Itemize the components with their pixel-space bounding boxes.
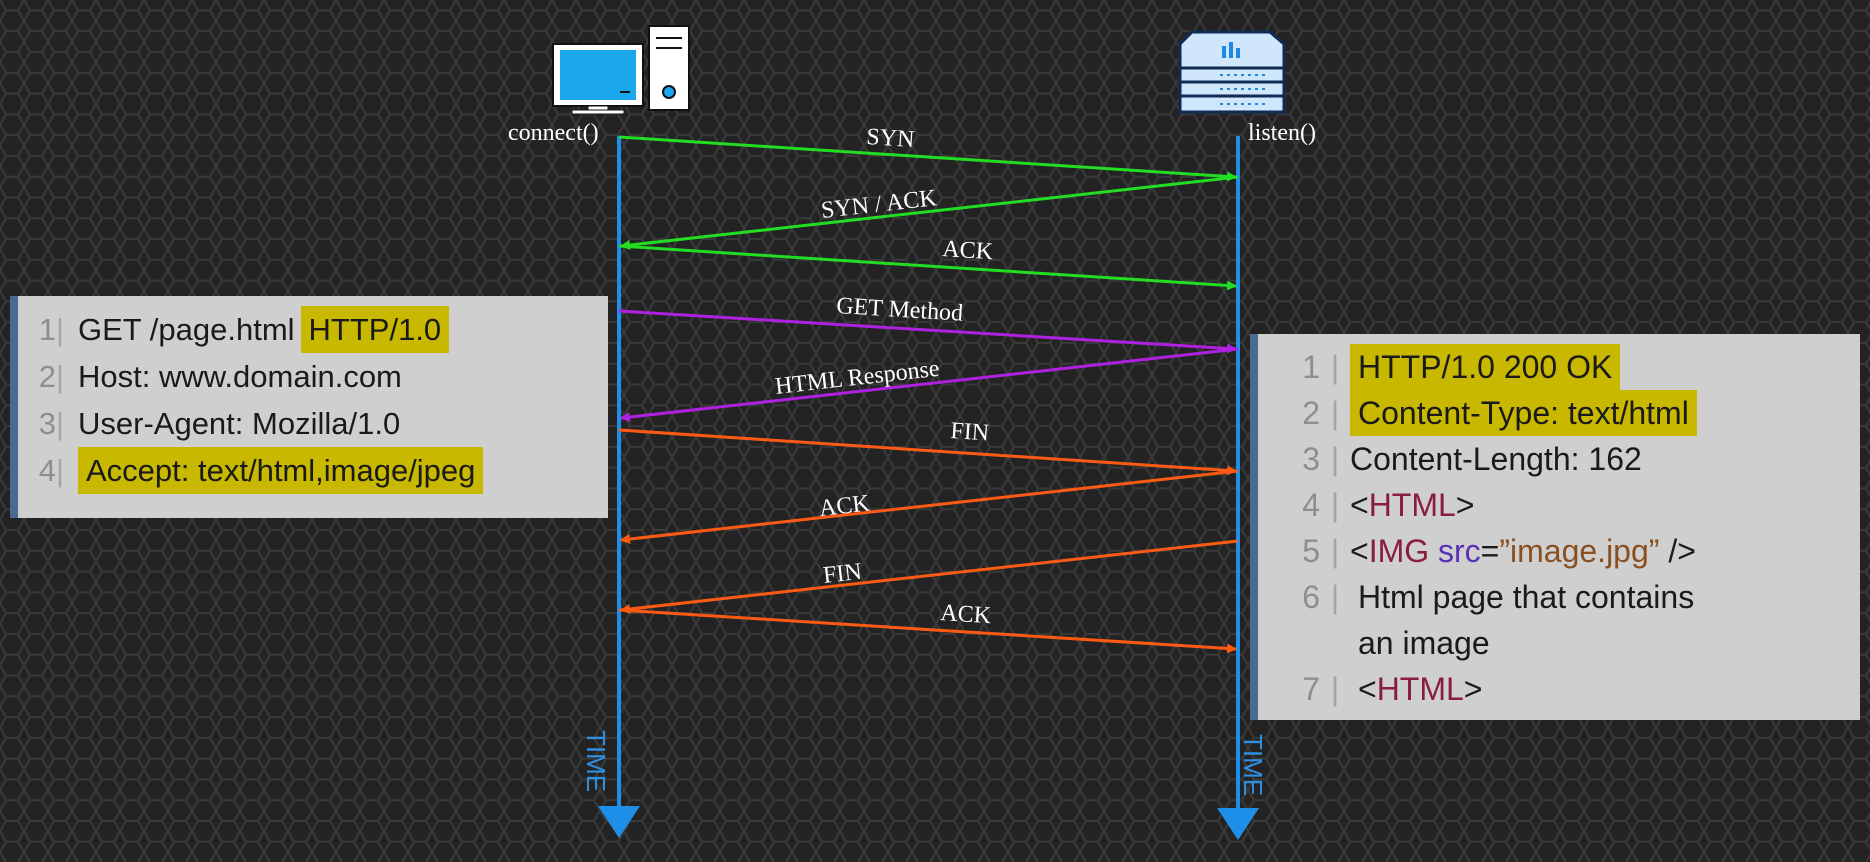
html-tag-name: HTML <box>1376 671 1464 707</box>
server-timeline <box>1217 136 1259 840</box>
line-number: 5 <box>1302 533 1320 569</box>
desktop-computer-icon <box>552 25 690 115</box>
line-separator: | <box>1330 349 1340 385</box>
line-number: 6 <box>1302 579 1320 615</box>
line-separator: | <box>1330 441 1340 477</box>
line-separator: | <box>1330 533 1340 569</box>
label-html-response: HTML Response <box>774 356 941 400</box>
response-status-highlight: HTTP/1.0 200 OK <box>1350 344 1621 390</box>
line-separator: | <box>1330 671 1340 707</box>
tag-close-bracket: > <box>1455 487 1475 523</box>
line-separator: | <box>1330 487 1340 523</box>
server-label: listen() <box>1248 120 1316 146</box>
response-line-2: 2 | Content-Type: text/html <box>1258 390 1860 436</box>
request-line-2: 2 | Host: www.domain.com <box>18 353 608 400</box>
http-response-panel: 1 | HTTP/1.0 200 OK 2 | Content-Type: te… <box>1250 334 1860 720</box>
tag-self-close: /> <box>1659 533 1696 569</box>
arrow-fin-client <box>618 428 1237 476</box>
label-ack-2: ACK <box>818 490 872 522</box>
response-line-4: 4 | <HTML> <box>1258 482 1860 528</box>
equals-sign: = <box>1480 533 1500 569</box>
request-line-3: 3 | User-Agent: Mozilla/1.0 <box>18 400 608 447</box>
line-number: 3 <box>38 406 56 441</box>
arrow-ack <box>618 244 1237 291</box>
arrow-ack-client <box>618 608 1237 654</box>
label-ack-3: ACK <box>940 600 993 629</box>
arrow-get-method <box>618 309 1237 354</box>
label-syn: SYN <box>866 124 916 153</box>
request-line-1: 1 | GET /page.html HTTP/1.0 <box>18 306 608 353</box>
line-separator: | <box>56 406 65 441</box>
response-line-3: 3 | Content-Length: 162 <box>1258 436 1860 482</box>
line-separator: | <box>1330 579 1340 615</box>
line-number: 2 <box>1302 395 1320 431</box>
tag-open-bracket: < <box>1358 671 1377 707</box>
tag-open-bracket: < <box>1350 533 1369 569</box>
line-number: 4 <box>38 453 56 488</box>
request-line-4: 4 | Accept: text/html,image/jpeg <box>18 447 608 494</box>
line-number: 4 <box>1302 487 1320 523</box>
response-line-6: 6 | Html page that contains an image <box>1258 574 1860 666</box>
response-body-text: Html page that contains an image <box>1358 579 1695 661</box>
label-get-method: GET Method <box>836 293 964 327</box>
line-separator: | <box>56 312 65 347</box>
arrow-fin-server <box>620 539 1239 614</box>
response-line-1: 1 | HTTP/1.0 200 OK <box>1258 344 1860 390</box>
server-icon <box>1178 30 1286 114</box>
response-line-5: 5 | <IMG src=”image.jpg” /> <box>1258 528 1860 574</box>
line-number: 7 <box>1302 671 1320 707</box>
label-ack-1: ACK <box>942 236 995 265</box>
request-line-text: GET /page.html <box>78 312 295 347</box>
request-line-text: User-Agent: Mozilla/1.0 <box>78 406 401 441</box>
src-attribute: src <box>1438 533 1481 569</box>
tag-open-bracket: < <box>1350 487 1369 523</box>
line-separator: | <box>56 453 65 488</box>
http-request-panel: 1 | GET /page.html HTTP/1.0 2 | Host: ww… <box>10 296 608 518</box>
response-content-type-highlight: Content-Type: text/html <box>1350 390 1697 436</box>
server-time-label: TIME <box>1238 734 1268 796</box>
request-version-highlight: HTTP/1.0 <box>300 306 450 353</box>
img-tag-name: IMG <box>1368 533 1430 569</box>
label-fin-1: FIN <box>950 418 990 447</box>
arrow-syn-ack <box>620 175 1239 250</box>
line-number: 3 <box>1302 441 1320 477</box>
arrow-html-response <box>620 347 1239 422</box>
label-fin-2: FIN <box>822 559 863 589</box>
client-time-label: TIME <box>581 730 611 792</box>
response-line-7: 7 | <HTML> <box>1258 666 1860 712</box>
html-tag-name: HTML <box>1368 487 1456 523</box>
arrow-syn <box>618 135 1237 182</box>
line-separator: | <box>1330 395 1340 431</box>
line-number: 1 <box>38 312 56 347</box>
request-accept-highlight: Accept: text/html,image/jpeg <box>78 447 484 494</box>
tag-close-bracket: > <box>1463 671 1483 707</box>
response-line-text: Content-Length: 162 <box>1350 441 1642 477</box>
client-label: connect() <box>508 120 599 146</box>
line-separator: | <box>56 359 65 394</box>
client-timeline <box>598 136 640 838</box>
src-value: ”image.jpg” <box>1499 533 1660 569</box>
request-line-text: Host: www.domain.com <box>78 359 402 394</box>
line-number: 2 <box>38 359 56 394</box>
line-number: 1 <box>1302 349 1320 385</box>
arrow-ack-server <box>620 469 1239 544</box>
